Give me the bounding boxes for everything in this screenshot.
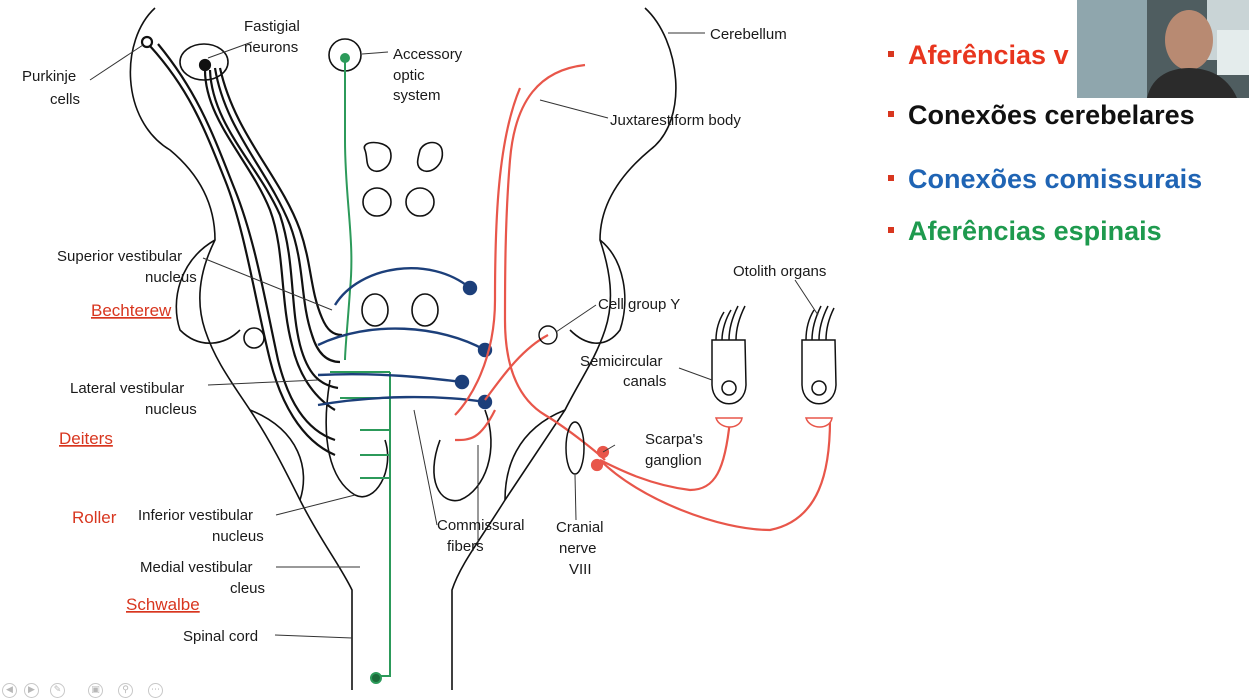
vestibular-diagram: Purkinje cells Fastigial neurons Accesso… bbox=[22, 7, 837, 690]
pen-icon[interactable]: ✎ bbox=[50, 683, 65, 698]
label-fastigial-1: Fastigial bbox=[244, 18, 300, 35]
label-superior-2: nucleus bbox=[145, 269, 197, 286]
label-semicircular-1: Semicircular bbox=[580, 353, 663, 370]
label-fastigial-2: neurons bbox=[244, 39, 298, 56]
label-cranial-3: VIII bbox=[569, 561, 592, 578]
label-medial-1: Medial vestibular bbox=[140, 559, 253, 576]
label-cerebellum: Cerebellum bbox=[710, 26, 787, 43]
back-icon[interactable]: ◀ bbox=[2, 683, 17, 698]
more-icon[interactable]: ⋯ bbox=[148, 683, 163, 698]
bullet-commissural: Conexões comissurais bbox=[888, 164, 1202, 195]
label-purkinje-1: Purkinje bbox=[22, 68, 76, 85]
label-inferior-2: nucleus bbox=[212, 528, 264, 545]
label-commissural-2: fibers bbox=[447, 538, 484, 555]
slides-icon[interactable]: ▣ bbox=[88, 683, 103, 698]
bullet-text: Conexões cerebelares bbox=[908, 100, 1195, 130]
diagram-labels: Purkinje cells Fastigial neurons Accesso… bbox=[22, 18, 826, 645]
label-commissural-1: Commissural bbox=[437, 517, 525, 534]
label-lateral-1: Lateral vestibular bbox=[70, 380, 184, 397]
semicircular-canal-receptor bbox=[711, 305, 747, 428]
label-purkinje-2: cells bbox=[50, 91, 80, 108]
bullet-marker bbox=[888, 50, 894, 57]
commissural-fibers bbox=[317, 267, 493, 410]
label-lateral-2: nucleus bbox=[145, 401, 197, 418]
purkinje-cell-body bbox=[140, 35, 154, 49]
bullet-spinal: Aferências espinais bbox=[888, 216, 1162, 247]
presentation-toolbar: ◀ ▶ ✎ ▣ ⚲ ⋯ bbox=[0, 680, 180, 700]
webcam-video[interactable] bbox=[1077, 0, 1249, 98]
bullet-marker bbox=[888, 226, 894, 233]
label-accessory-3: system bbox=[393, 87, 441, 104]
label-accessory-1: Accessory bbox=[393, 46, 463, 63]
label-superior-1: Superior vestibular bbox=[57, 248, 182, 265]
label-spinal: Spinal cord bbox=[183, 628, 258, 645]
otolith-receptor bbox=[801, 305, 837, 428]
label-accessory-2: optic bbox=[393, 67, 425, 84]
receptor-organs bbox=[711, 305, 837, 428]
label-cranial-2: nerve bbox=[559, 540, 597, 557]
spinal-afferents bbox=[330, 53, 391, 684]
label-inferior-1: Inferior vestibular bbox=[138, 507, 253, 524]
bullet-text: Aferências espinais bbox=[908, 216, 1162, 246]
bullet-text: Aferências v bbox=[908, 40, 1069, 70]
eponym-bechterew: Bechterew bbox=[91, 301, 172, 320]
eponym-deiters: Deiters bbox=[59, 429, 113, 448]
label-scarpa-1: Scarpa's bbox=[645, 431, 703, 448]
webcam-frame bbox=[1077, 0, 1249, 98]
brainstem-outline bbox=[129, 7, 677, 690]
label-scarpa-2: ganglion bbox=[645, 452, 702, 469]
eponym-roller: Roller bbox=[72, 508, 117, 527]
eponym-schwalbe: Schwalbe bbox=[126, 595, 200, 614]
bullet-marker bbox=[888, 174, 894, 181]
play-icon[interactable]: ▶ bbox=[24, 683, 39, 698]
label-juxtarestiform: Juxtarestiform body bbox=[610, 112, 741, 129]
bullet-text: Conexões comissurais bbox=[908, 164, 1203, 194]
fastigial-neuron-body bbox=[198, 58, 212, 72]
bullet-cerebellar: Conexões cerebelares bbox=[888, 100, 1195, 131]
bullet-vestibular-afferents: Aferências v bbox=[888, 40, 1069, 71]
spinal-terminal bbox=[370, 672, 382, 684]
cranial-nerve-viii bbox=[565, 421, 585, 475]
zoom-icon[interactable]: ⚲ bbox=[118, 683, 133, 698]
label-cranial-1: Cranial bbox=[556, 519, 604, 536]
label-otolith: Otolith organs bbox=[733, 263, 826, 280]
cerebellar-fibers bbox=[140, 35, 343, 457]
leader-lines bbox=[89, 32, 819, 639]
label-medial-2: cleus bbox=[230, 580, 265, 597]
label-semicircular-2: canals bbox=[623, 373, 666, 390]
bullet-marker bbox=[888, 110, 894, 117]
vestibular-afferents bbox=[454, 63, 832, 532]
label-cellgroup: Cell group Y bbox=[598, 296, 680, 313]
